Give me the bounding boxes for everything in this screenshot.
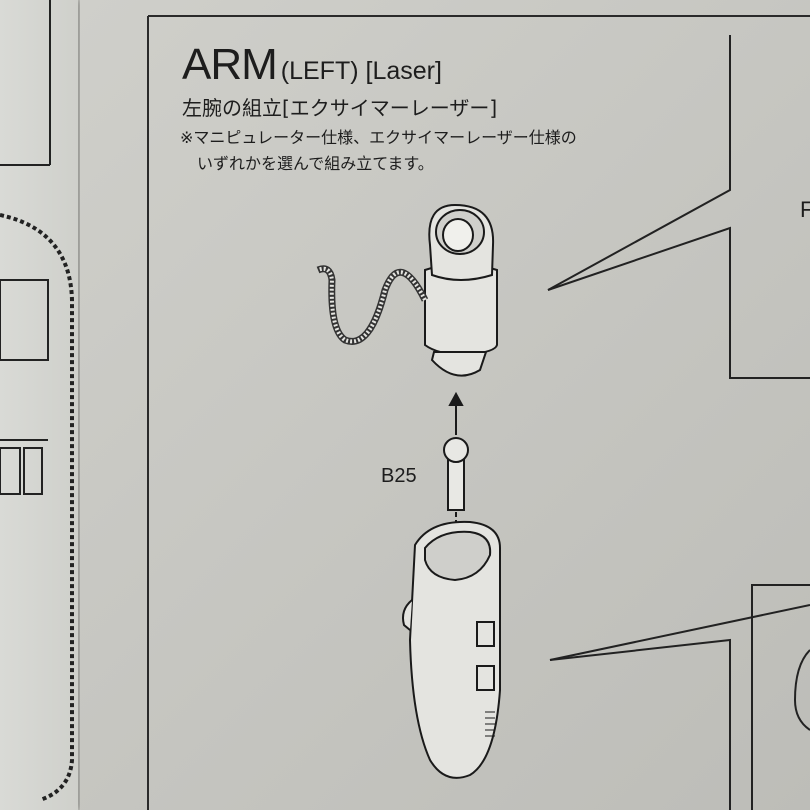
laser-part [316,203,498,377]
main-frame [147,15,810,810]
page-title: ARM(LEFT) [Laser] [182,40,442,90]
title-main: ARM [182,40,278,89]
note-line-2: いずれかを選んで組み立てます。 [197,154,434,173]
left-page-diagram [0,0,74,802]
right-panel-text: F [800,197,810,222]
title-sub: (LEFT) [Laser] [280,57,442,85]
note-line-1: ※マニピュレーター仕様、エクサイマーレーザー仕様の [180,128,577,147]
b25-pin [443,437,469,511]
part-label: B25 [381,465,417,487]
callout-lines [547,35,810,810]
japanese-title: 左腕の組立[エクサイマーレーザー] [182,96,498,120]
adjacent-page [0,0,78,810]
arm-part [402,520,501,779]
